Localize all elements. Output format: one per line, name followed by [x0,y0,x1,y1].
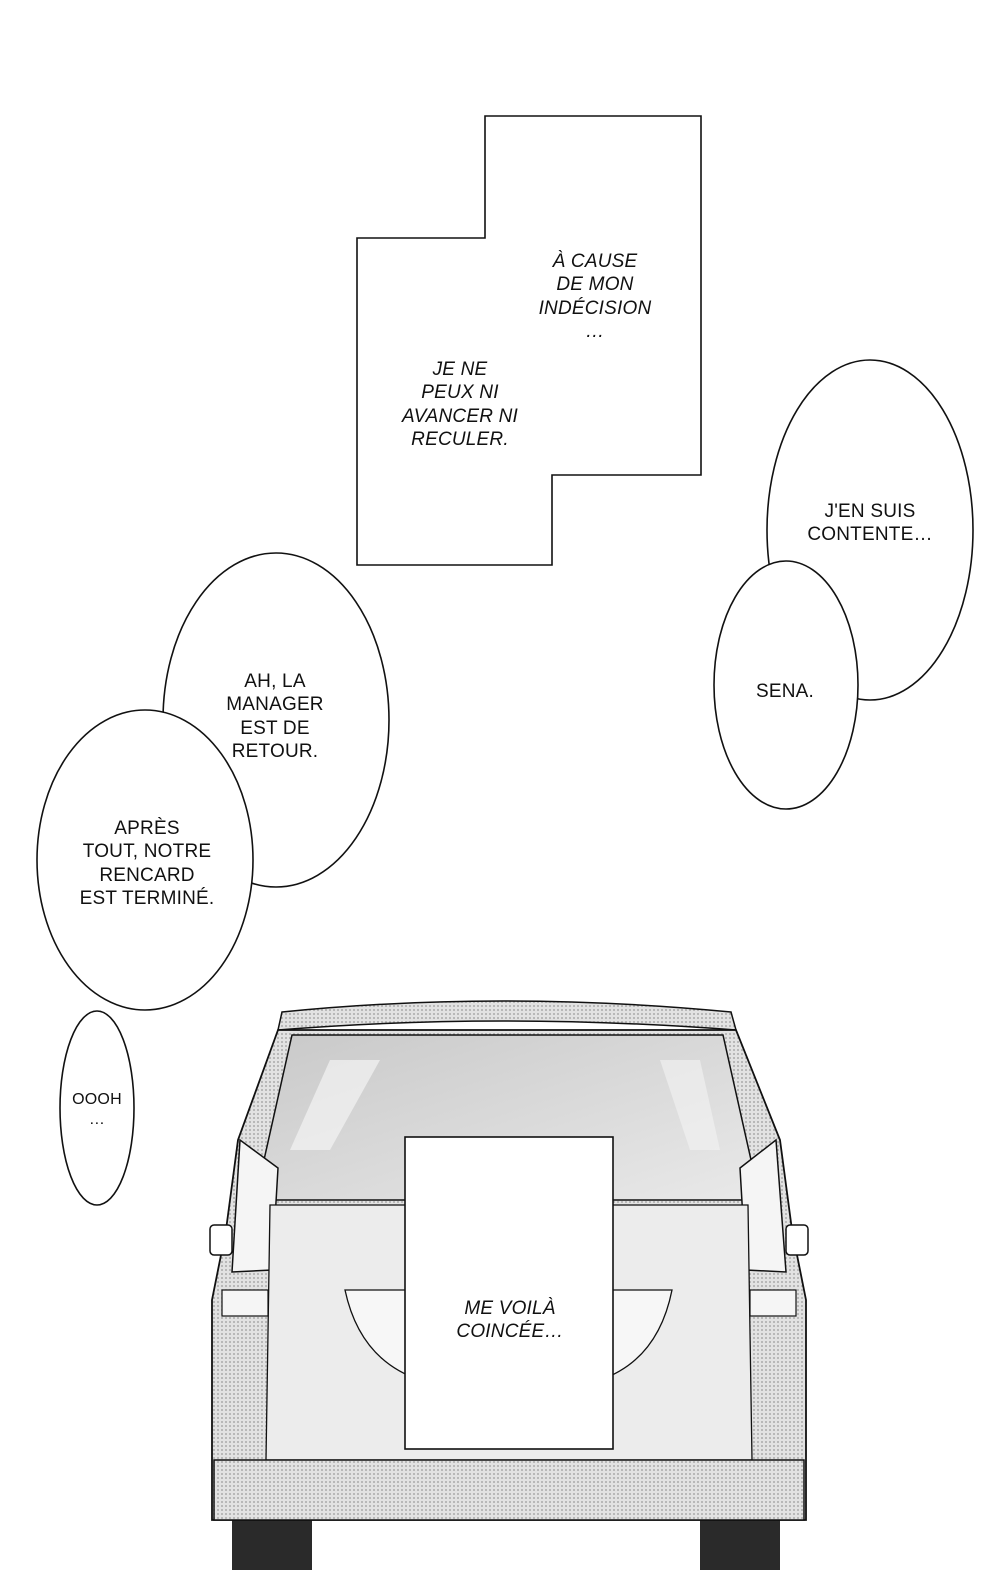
bubble-text-right-bottom: SENA. [755,681,815,702]
narration-upper-left: JE NE PEUX NI AVANCER NI RECULER. [401,359,519,451]
narration-box-car [404,1136,614,1450]
speech-bubble-left [36,709,254,1011]
bubble-text-small-left: OOOH … [72,1091,122,1128]
speech-bubble-right-bottom [713,560,859,810]
bubble-text-right-top: J'EN SUIS CONTENTE… [807,501,933,546]
narration-upper-right: À CAUSE DE MON INDÉCISION … [538,251,652,343]
bubble-text-left: APRÈS TOUT, NOTRE RENCARD EST TERMINÉ. [79,818,215,910]
narration-car: ME VOILÀ COINCÉE… [456,1298,564,1343]
speech-bubble-small-left [59,1010,135,1206]
narration-box-upper [356,115,702,566]
bubble-text-middle-left: AH, LA MANAGER EST DE RETOUR. [226,671,324,763]
